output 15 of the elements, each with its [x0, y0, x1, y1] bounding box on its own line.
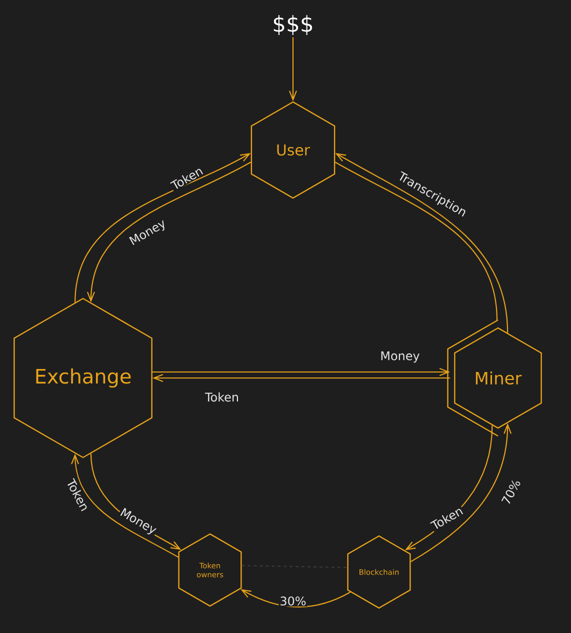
hexagon-node: Miner [447, 319, 542, 437]
arrow [334, 152, 508, 333]
hexagon-node: Exchange [14, 298, 152, 458]
edge-label: 70% [499, 476, 523, 508]
arrow [240, 589, 351, 608]
arrow [152, 374, 450, 382]
arrow [71, 454, 178, 558]
money-label: $$$ [274, 15, 312, 35]
arrow [289, 37, 297, 102]
edge-label: Token [64, 476, 92, 514]
edge-label: Money [379, 350, 421, 364]
edge-label: 30% [278, 595, 308, 607]
arrow [152, 368, 450, 376]
hexagon-node: User [250, 101, 336, 199]
arrow [410, 423, 512, 562]
